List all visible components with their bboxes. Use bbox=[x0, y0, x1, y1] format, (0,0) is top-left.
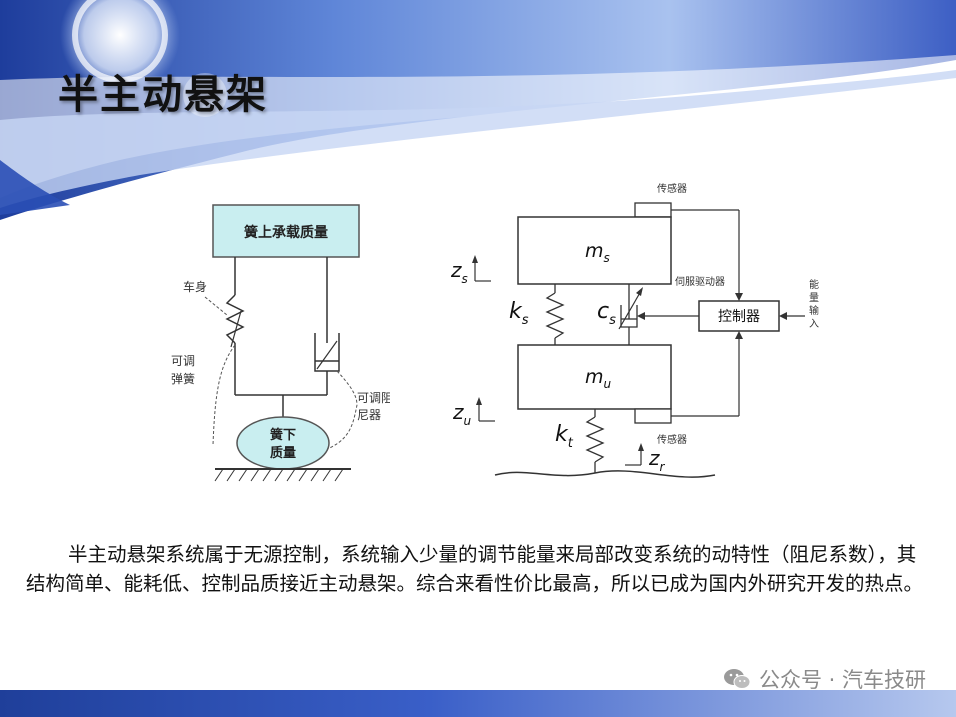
cs-label: c bbox=[597, 299, 609, 324]
spring-label-1: 可调 bbox=[171, 354, 195, 368]
body-label: 车身 bbox=[183, 279, 207, 294]
unsprung-mass-block bbox=[517, 344, 672, 410]
road-profile bbox=[494, 470, 716, 478]
spring-label-2: 弹簧 bbox=[171, 371, 195, 386]
svg-text:kt: kt bbox=[555, 422, 574, 451]
quarter-car-model: 传感器 ms 伺服驱动器 控制器 能 量 输 入 ks cs zs mu 传感器… bbox=[450, 182, 819, 478]
svg-text:能: 能 bbox=[809, 278, 819, 291]
svg-text:cs: cs bbox=[597, 299, 616, 328]
zu-label: z bbox=[452, 400, 464, 424]
header-banner bbox=[0, 0, 956, 220]
zs-label: z bbox=[450, 258, 462, 282]
svg-text:量: 量 bbox=[809, 292, 819, 304]
sensor-bottom-label: 传感器 bbox=[657, 433, 687, 446]
footer-bar bbox=[0, 690, 956, 717]
ks-label: k bbox=[509, 299, 523, 324]
description-paragraph: 半主动悬架系统属于无源控制，系统输入少量的调节能量来局部改变系统的动特性（阻尼系… bbox=[26, 543, 924, 595]
svg-text:mu: mu bbox=[585, 366, 612, 391]
wechat-icon bbox=[723, 669, 751, 689]
tire-spring-kt bbox=[585, 416, 605, 463]
unsprung-label-1: 簧下 bbox=[270, 427, 296, 443]
page-title: 半主动悬架 bbox=[58, 72, 268, 118]
controller-label: 控制器 bbox=[718, 309, 760, 325]
sprung-mass-box bbox=[212, 204, 360, 258]
svg-text:ks: ks bbox=[509, 299, 529, 328]
mu-label: m bbox=[585, 366, 604, 388]
adjustable-spring bbox=[225, 294, 245, 344]
sensor-bottom-box bbox=[634, 408, 672, 424]
zr-label: z bbox=[648, 446, 660, 470]
svg-text:zr: zr bbox=[648, 446, 666, 474]
unsprung-label-2: 质量 bbox=[270, 445, 296, 461]
svg-text:zs: zs bbox=[450, 258, 468, 286]
kt-label: k bbox=[555, 422, 569, 447]
ms-label: m bbox=[585, 240, 604, 262]
damper-label-2: 尼器 bbox=[357, 408, 381, 422]
unsprung-mass-ellipse bbox=[236, 416, 330, 470]
damper-label-1: 可调阻 bbox=[357, 391, 390, 405]
svg-text:ms: ms bbox=[585, 240, 610, 265]
watermark-text: 公众号 · 汽车技研 bbox=[758, 668, 926, 692]
watermark: 公众号 · 汽车技研 bbox=[723, 664, 926, 694]
sensor-top-box bbox=[634, 202, 672, 218]
svg-text:zu: zu bbox=[452, 400, 472, 428]
svg-text:入: 入 bbox=[809, 319, 819, 330]
sensor-top-label: 传感器 bbox=[657, 182, 687, 195]
sprung-mass-label: 簧上承载质量 bbox=[244, 224, 328, 241]
spring-ks bbox=[545, 292, 565, 339]
svg-text:输: 输 bbox=[809, 304, 819, 317]
suspension-schematic-left: 簧上承载质量 车身 可调 弹簧 可调阻 尼器 簧下 质量 bbox=[171, 204, 390, 482]
sprung-mass-block bbox=[517, 216, 672, 285]
servo-label: 伺服驱动器 bbox=[675, 275, 725, 288]
